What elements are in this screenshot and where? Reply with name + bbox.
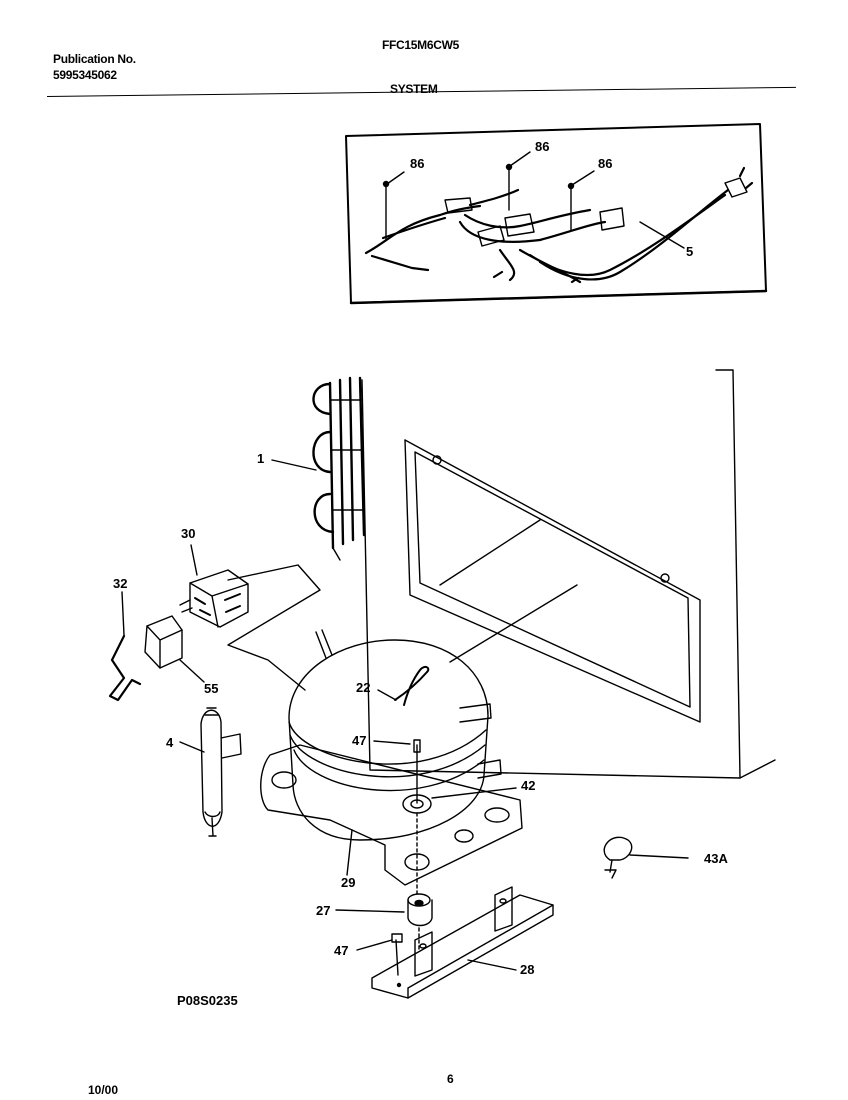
- leader-47-bottom: [356, 939, 393, 951]
- leader-47-top: [373, 740, 411, 745]
- section-title: SYSTEM: [390, 82, 438, 96]
- publication-date: 10/00: [88, 1083, 119, 1097]
- callout-86-right: 86: [598, 156, 612, 171]
- leader-5: [639, 221, 685, 249]
- overload: [144, 615, 183, 669]
- leader-55: [179, 659, 205, 683]
- leader-22: [377, 689, 397, 701]
- page-number: 6: [447, 1072, 454, 1086]
- callout-86-mid: 86: [535, 139, 549, 154]
- leader-42: [431, 787, 517, 799]
- callout-30: 30: [181, 526, 195, 541]
- leader-43a: [629, 854, 689, 859]
- publication-number: 5995345062: [53, 68, 117, 82]
- cabinet-outline: [361, 369, 776, 779]
- callout-4: 4: [166, 735, 174, 750]
- callout-47-top: 47: [352, 733, 366, 748]
- screw-86-mid: [505, 151, 531, 211]
- relay-bracket-outline: [227, 564, 321, 691]
- condenser-coil: [312, 376, 366, 561]
- callout-43a: 43A: [704, 851, 728, 866]
- callout-28: 28: [520, 962, 534, 977]
- leader-1: [271, 459, 317, 471]
- callout-22: 22: [356, 680, 370, 695]
- screw-86-left: [382, 171, 405, 241]
- leader-29: [346, 829, 353, 876]
- leader-32: [121, 591, 125, 636]
- mounting-bracket: [371, 886, 554, 999]
- callout-5: 5: [686, 244, 693, 259]
- publication-label: Publication No.: [53, 52, 136, 66]
- wire-clip: [108, 634, 142, 702]
- grommet: [407, 893, 433, 951]
- inset-frame: [345, 123, 767, 304]
- leader-4: [179, 741, 205, 753]
- clamp: [603, 836, 633, 879]
- leader-28: [467, 959, 517, 971]
- drawing-code: P08S0235: [177, 993, 238, 1008]
- callout-27: 27: [316, 903, 330, 918]
- callout-29: 29: [341, 875, 355, 890]
- screw-86-right: [567, 170, 595, 231]
- callout-32: 32: [113, 576, 127, 591]
- model-number: FFC15M6CW5: [382, 38, 460, 52]
- relay: [179, 569, 249, 628]
- leader-30: [190, 544, 198, 576]
- callout-1: 1: [257, 451, 264, 466]
- wiring-harness: [364, 166, 754, 284]
- leader-27: [335, 909, 405, 913]
- callout-55: 55: [204, 681, 218, 696]
- compressor: [260, 629, 523, 896]
- callout-86-left: 86: [410, 156, 424, 171]
- callout-42: 42: [521, 778, 535, 793]
- drier: [200, 707, 242, 837]
- callout-47-bottom: 47: [334, 943, 348, 958]
- wiring-inset: [345, 123, 768, 305]
